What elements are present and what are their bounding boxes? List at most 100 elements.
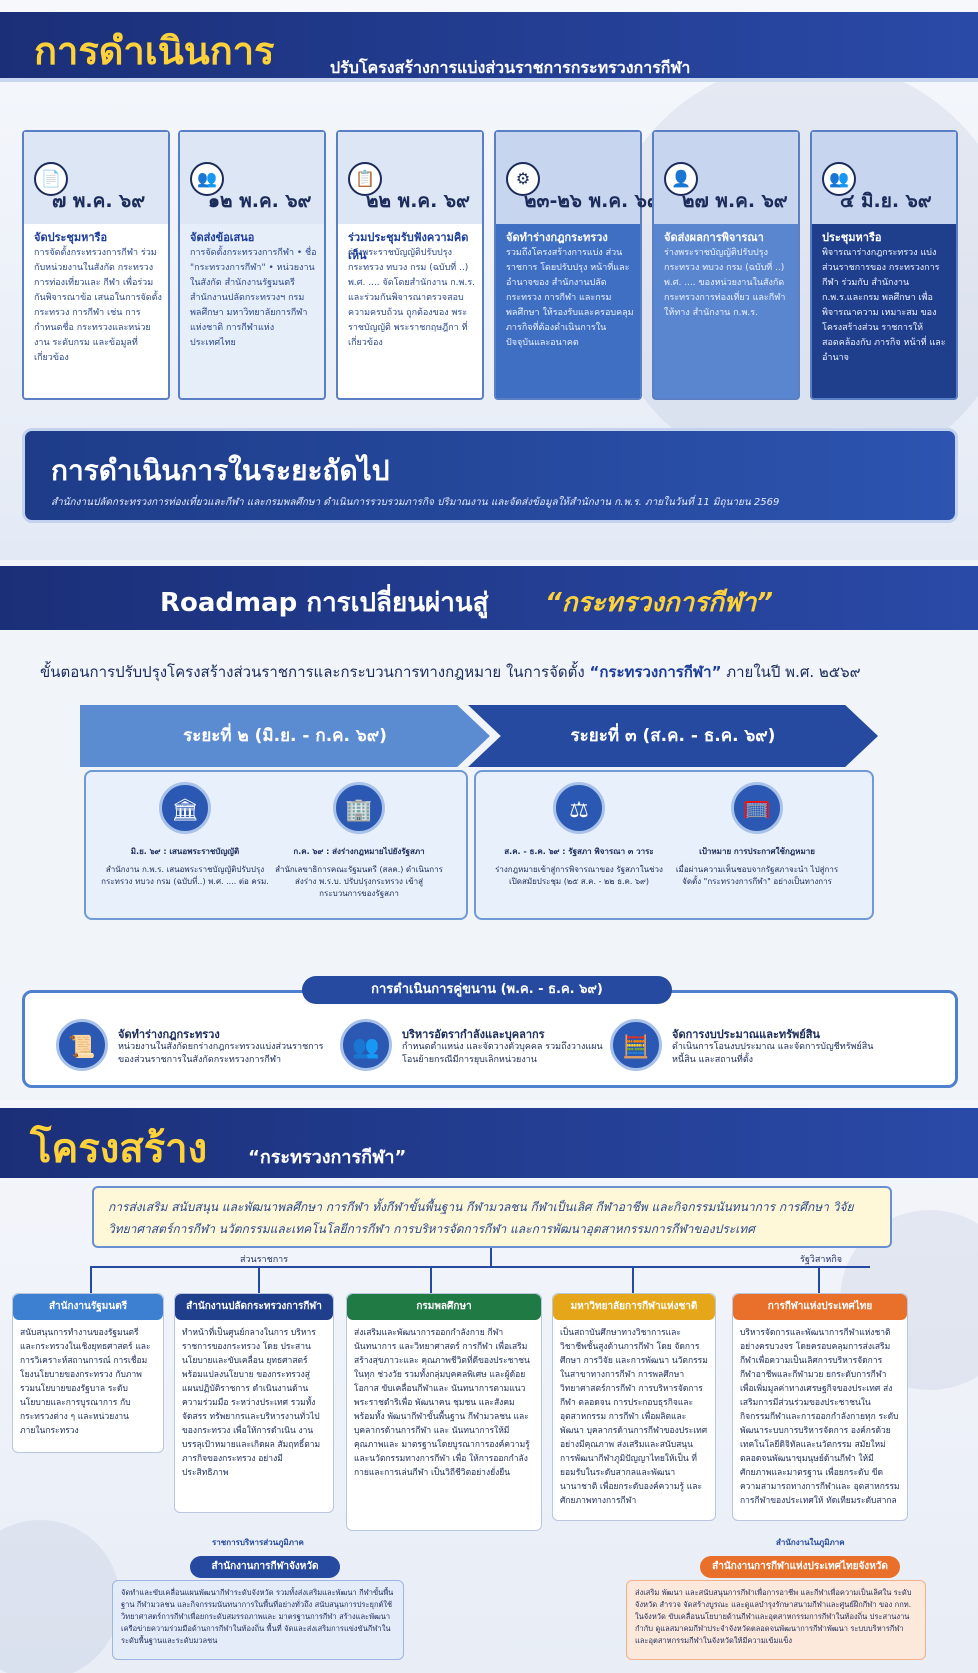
roadmap-step-title: มิ.ย. ๖๙ : เสนอพระราชบัญญัติ [130,847,240,856]
structure-section: โครงสร้าง “กระทรวงการกีฬา” การส่งเสริม ส… [0,1100,978,1673]
roadmap-step: 🥅เป้าหมาย การประกาศใช้กฎหมายเมื่อผ่านควา… [672,782,842,888]
timeline-card: 👤๒๗ พ.ค. ๖๙จัดส่งผลการพิจารณาร่างพระราชบ… [652,130,800,400]
roadmap-step-text: สำนักเลขาธิการคณะรัฐมนตรี (สลค.) ดำเนินก… [275,865,443,898]
org-unit: การกีฬาแห่งประเทศไทยบริหารจัดการและพัฒนา… [732,1293,908,1521]
mission-box: การส่งเสริม สนับสนุน และพัฒนาพลศึกษา การ… [92,1186,892,1248]
timeline-title: ประชุมหารือ [822,231,882,244]
soe-label: รัฐวิสาหกิจ [800,1255,843,1265]
timeline-date: ๗ พ.ค. ๖๙ [52,190,146,212]
timeline-icon: 👥 [822,162,856,196]
parallel-item-title: บริหารอัตรากำลังและบุคลากร [402,1028,545,1041]
timeline-text: การจัดตั้งกระทรวงการกีฬา ร่วมกับหน่วยงาน… [34,248,162,363]
roadmap-intro-bold: “กระทรวงการกีฬา” [589,663,722,681]
timeline-icon: 👤 [664,162,698,196]
parallel-item: 🧮จัดการงบประมาณและทรัพย์สินดำเนินการโอนง… [610,1015,900,1075]
connector-line [430,1266,432,1293]
roadmap-step-title: ก.ค. ๖๙ : ส่งร่างกฎหมายไปยังรัฐสภา [293,847,425,856]
roadmap-banner: Roadmap การเปลี่ยนผ่านสู่ “กระทรวงการกีฬ… [0,566,978,630]
parallel-item: 👥 บริหารอัตรากำลังและบุคลากรกำหนดตำแหน่ง … [340,1015,630,1075]
roadmap-step-icon: ⚖ [553,782,605,834]
roadmap-step-text: เมื่อผ่านความเห็นชอบจากรัฐสภาจะนำ ไปสู่ก… [675,865,839,886]
timeline-text: ร่างพระราชบัญญัติปรับปรุง กระทรวง ทบวง ก… [348,248,476,348]
timeline-card: 👥๑๒ พ.ค. ๖๙จัดส่งข้อเสนอการจัดตั้งกระทรว… [178,130,326,400]
timeline-card: ⚙๒๓-๒๖ พ.ค. ๖๙จัดทำร่างกฎกระทรวงรวมถึงโค… [494,130,661,400]
org-unit-text: เป็นสถาบันศึกษาทางวิชาการและ วิชาชีพชั้น… [560,1328,708,1506]
sat-provincial-office-header: สำนักงานการกีฬาแห่งประเทศไทยจังหวัด [700,1556,900,1578]
timeline-card-header: 📋๒๒ พ.ค. ๖๙ [338,132,482,224]
parallel-item-icon: 👥 [340,1019,392,1071]
org-unit: มหาวิทยาลัยการกีฬาแห่งชาติเป็นสถาบันศึกษ… [552,1293,716,1521]
roadmap-intro-text: ขั้นตอนการปรับปรุงโครงสร้างส่วนราชการและ… [40,663,585,681]
structure-title: โครงสร้าง [30,1126,208,1172]
roadmap-step-icon: 🏛 [159,782,211,834]
phase-3-arrow: ระยะที่ ๓ (ส.ค. - ธ.ค. ๖๙) [468,705,878,767]
org-unit-header: การกีฬาแห่งประเทศไทย [733,1294,907,1320]
timeline-title: จัดส่งผลการพิจารณา [664,231,764,244]
parallel-item-text: หน่วยงานในสังกัดยกร่างกฎกระทรวงแบ่งส่วนร… [118,1042,324,1065]
regional-admin-label: ราชการบริหารส่วนภูมิภาค [212,1538,304,1547]
roadmap-step: 🏢 ก.ค. ๖๙ : ส่งร่างกฎหมายไปยังรัฐสภาสำนัก… [274,782,444,900]
timeline-date: ๒๓-๒๖ พ.ค. ๖๙ [524,190,661,212]
org-unit-text: ส่งเสริมและพัฒนาการออกกำลังกาย กีฬา นันท… [354,1328,530,1478]
connector-line [490,1248,492,1268]
org-unit-text: บริหารจัดการและพัฒนาการกีฬาแห่งชาติ อย่า… [740,1328,900,1506]
parallel-title: การดำเนินการคู่ขนาน (พ.ค. - ธ.ค. ๖๙) [302,976,672,1004]
timeline-title: จัดทำร่างกฎกระทรวง [506,231,608,244]
phase-3-box [474,770,874,920]
roadmap-section: Roadmap การเปลี่ยนผ่านสู่ “กระทรวงการกีฬ… [0,560,978,1100]
operation-section: การดำเนินการ ปรับโครงสร้างการแบ่งส่วนราช… [0,0,978,560]
connector-line [818,1266,820,1293]
provincial-sports-office-header: สำนักงานการกีฬาจังหวัด [190,1556,340,1578]
roadmap-intro-end: ภายในปี พ.ศ. ๒๕๖๙ [726,663,861,681]
org-unit-header: มหาวิทยาลัยการกีฬาแห่งชาติ [553,1294,715,1320]
timeline-text: ร่างพระราชบัญญัติปรับปรุง กระทรวง ทบวง ก… [664,248,786,318]
structure-subtitle: “กระทรวงการกีฬา” [248,1147,407,1168]
parallel-item-title: จัดการงบประมาณและทรัพย์สิน [672,1028,820,1041]
org-unit-header: กรมพลศึกษา [347,1294,541,1320]
roadmap-step-text: สำนักงาน ก.พ.ร. เสนอพระราชบัญญัติปรับปรุ… [101,865,269,886]
parallel-item-icon: 📜 [56,1019,108,1071]
sat-provincial-office-text: ส่งเสริม พัฒนา และสนับสนุนการกีฬาเพื่อกา… [626,1580,926,1660]
timeline-title: ร่วมประชุมรับฟังความคิดเห็น [348,231,469,262]
roadmap-title: Roadmap การเปลี่ยนผ่านสู่ [160,588,489,618]
timeline-card-header: 👥๔ มิ.ย. ๖๙ [812,132,956,224]
parallel-item-text: ดำเนินการโอนงบประมาณ และจัดการบัญชีทรัพย… [672,1042,874,1065]
timeline-card-header: 👤๒๗ พ.ค. ๖๙ [654,132,798,224]
roadmap-step-title: ส.ค. - ธ.ค. ๖๙ : รัฐสภา พิจารณา ๓ วาระ [504,847,654,856]
parallel-panel [22,990,958,1088]
roadmap-intro: ขั้นตอนการปรับปรุงโครงสร้างส่วนราชการและ… [40,660,861,684]
org-unit: สำนักงานรัฐมนตรีสนับสนุนการทำงานของรัฐมน… [12,1293,164,1453]
timeline-icon: 📋 [348,162,382,196]
roadmap-step: 🏛 มิ.ย. ๖๙ : เสนอพระราชบัญญัติสำนักงาน ก.… [100,782,270,888]
roadmap-step-title: เป้าหมาย การประกาศใช้กฎหมาย [699,847,815,856]
parallel-item-title: จัดทำร่างกฎกระทรวง [118,1028,220,1041]
regional-office-label: สำนักงานในภูมิภาค [776,1538,845,1547]
timeline-title: จัดประชุมหารือ [34,231,108,244]
timeline-card: 📄๗ พ.ค. ๖๙จัดประชุมหารือการจัดตั้งกระทรว… [22,130,170,400]
timeline-text: รวมถึงโครงสร้างการแบ่ง ส่วนราชการ โดยปรั… [506,248,634,348]
org-unit-text: ทำหน้าที่เป็นศูนย์กลางในการ บริหารราชการ… [182,1328,321,1478]
timeline-card-header: 👥๑๒ พ.ค. ๖๙ [180,132,324,224]
timeline-text: พิจารณาร่างกฎกระทรวง แบ่งส่วนราชการของ ก… [822,248,946,363]
operation-title: การดำเนินการ [34,29,275,73]
operation-subtitle: ปรับโครงสร้างการแบ่งส่วนราชการกระทรวงการ… [330,58,691,77]
roadmap-step-icon: 🏢 [333,782,385,834]
structure-banner: โครงสร้าง “กระทรวงการกีฬา” [0,1108,978,1178]
decor-circle [0,1520,120,1673]
next-steps-text: สำนักงานปลัดกระทรวงการท่องเที่ยวและกีฬา … [51,497,780,508]
timeline-card-header: 📄๗ พ.ค. ๖๙ [24,132,168,224]
timeline-text: การจัดตั้งกระทรวงการกีฬา • ชื่อ "กระทรวง… [190,248,317,348]
timeline-date: ๒๒ พ.ค. ๖๙ [366,190,470,212]
connector-line [632,1266,634,1293]
gov-label: ส่วนราชการ [240,1255,289,1265]
timeline-card: 👥๔ มิ.ย. ๖๙ประชุมหารือพิจารณาร่างกฎกระทร… [810,130,958,400]
next-steps-title: การดำเนินการในระยะถัดไป [51,454,390,487]
org-unit-header: สำนักงานปลัดกระทรวงการกีฬา [175,1294,333,1320]
timeline-date: ๑๒ พ.ค. ๖๙ [208,190,312,212]
parallel-item-text: กำหนดตำแหน่ง และจัดวางตัวบุคคล รวมถึงวาง… [402,1042,603,1065]
connector-line [90,1266,92,1293]
timeline-title: จัดส่งข้อเสนอ [190,231,255,244]
roadmap-step-text: ร่างกฎหมายเข้าสู่การพิจารณาของ รัฐสภาในช… [495,865,663,886]
timeline-icon: ⚙ [506,162,540,196]
provincial-sports-office-text: จัดทำและขับเคลื่อนแผนพัฒนากีฬาระดับจังหว… [112,1580,404,1660]
